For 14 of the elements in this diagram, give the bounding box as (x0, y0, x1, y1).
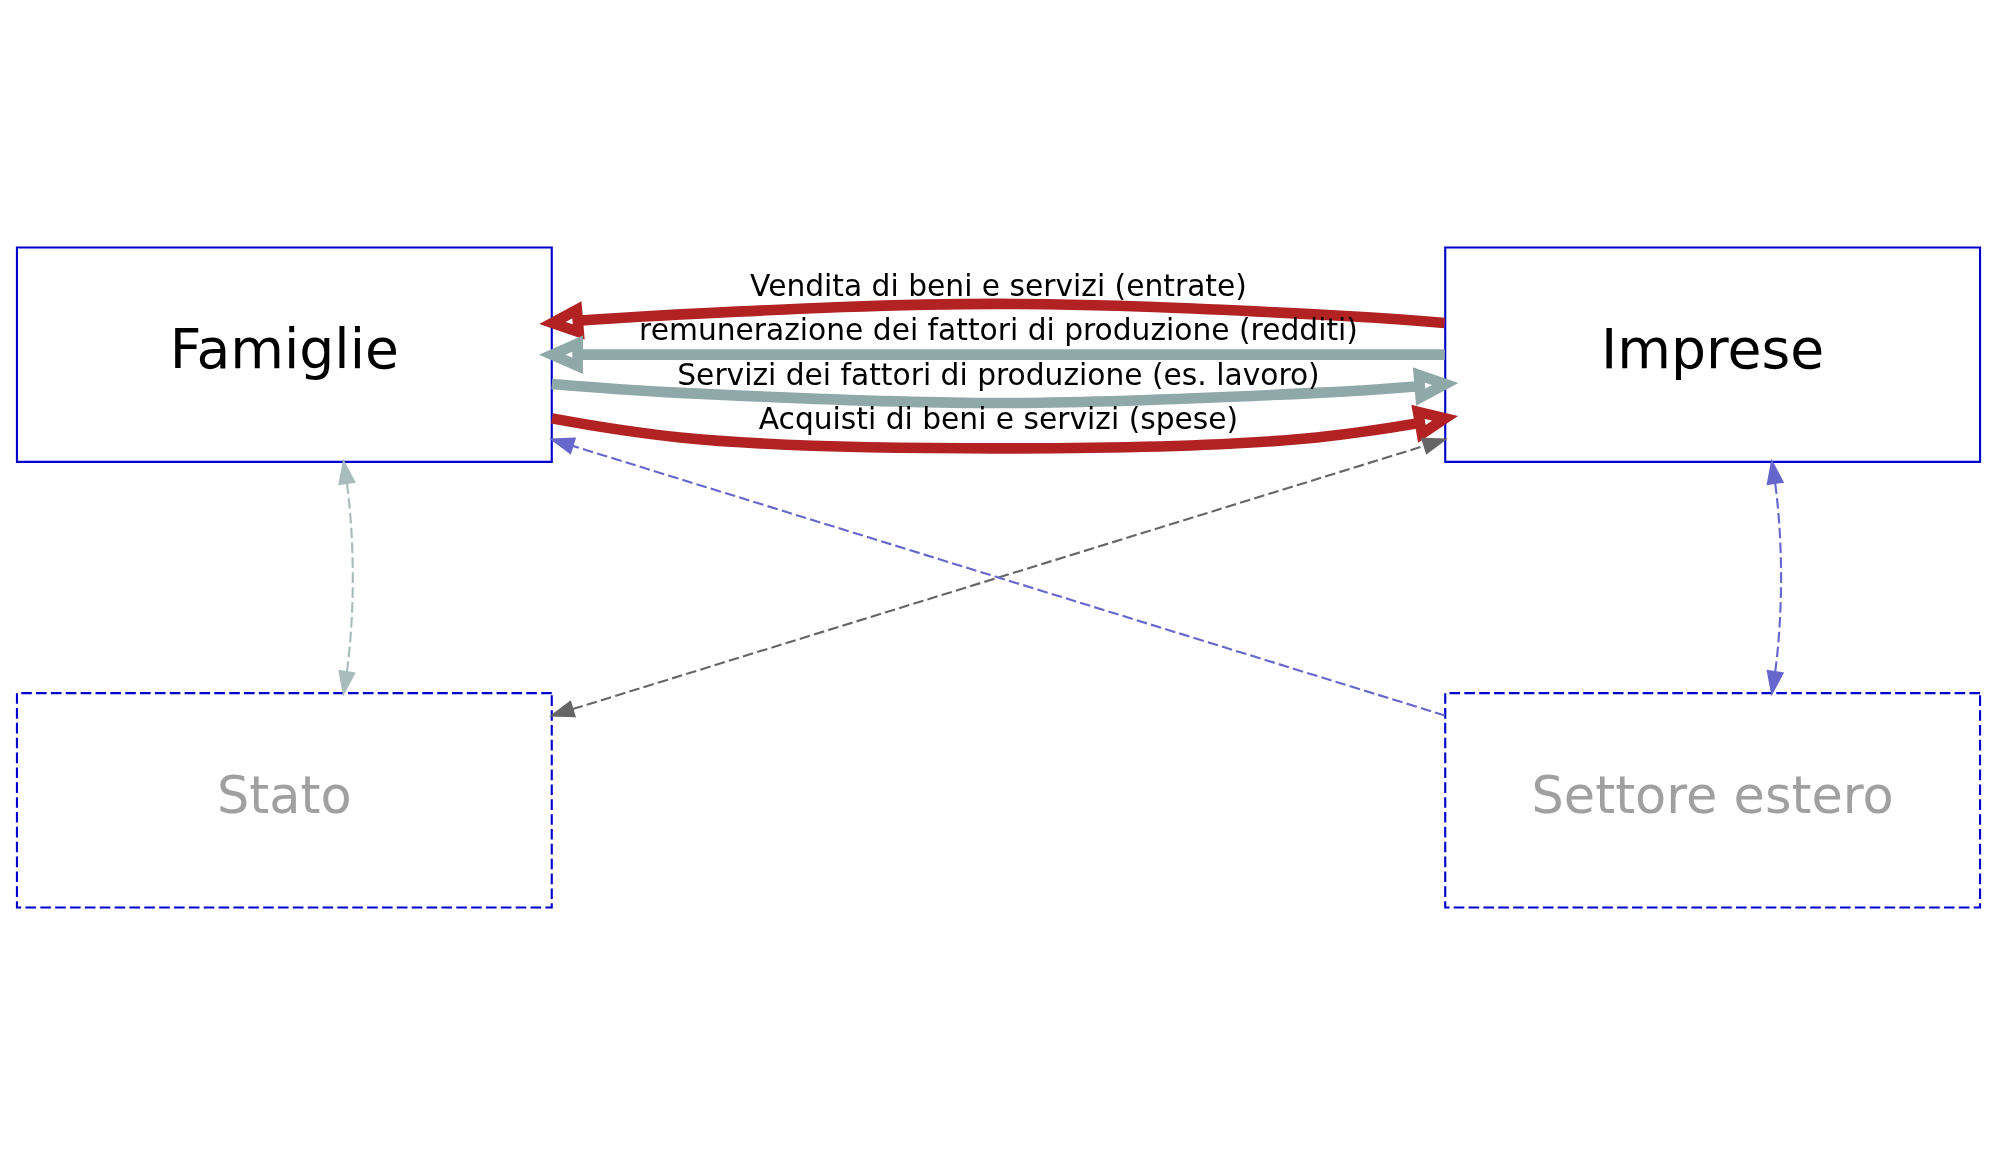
node-box: Stato (15, 691, 553, 909)
node-box: Imprese (1444, 245, 1982, 463)
arrow (551, 366, 1459, 408)
arrow (1766, 458, 1785, 696)
node-box: Famiglie (15, 245, 553, 463)
node-box: Settore estero (1444, 691, 1982, 909)
edge-label: Vendita di beni e servizi (entrate) (750, 267, 1247, 303)
arrow (338, 458, 356, 696)
arrow (551, 404, 1459, 454)
arrow (538, 334, 1445, 374)
edge-label: Acquisti di beni e servizi (spese) (758, 400, 1239, 436)
arrow (539, 298, 1446, 340)
edge-label: Servizi dei fattori di produzione (es. lavoro) (677, 356, 1320, 392)
edge-label: remunerazione dei fattori di produzione (redditi) (639, 311, 1358, 347)
